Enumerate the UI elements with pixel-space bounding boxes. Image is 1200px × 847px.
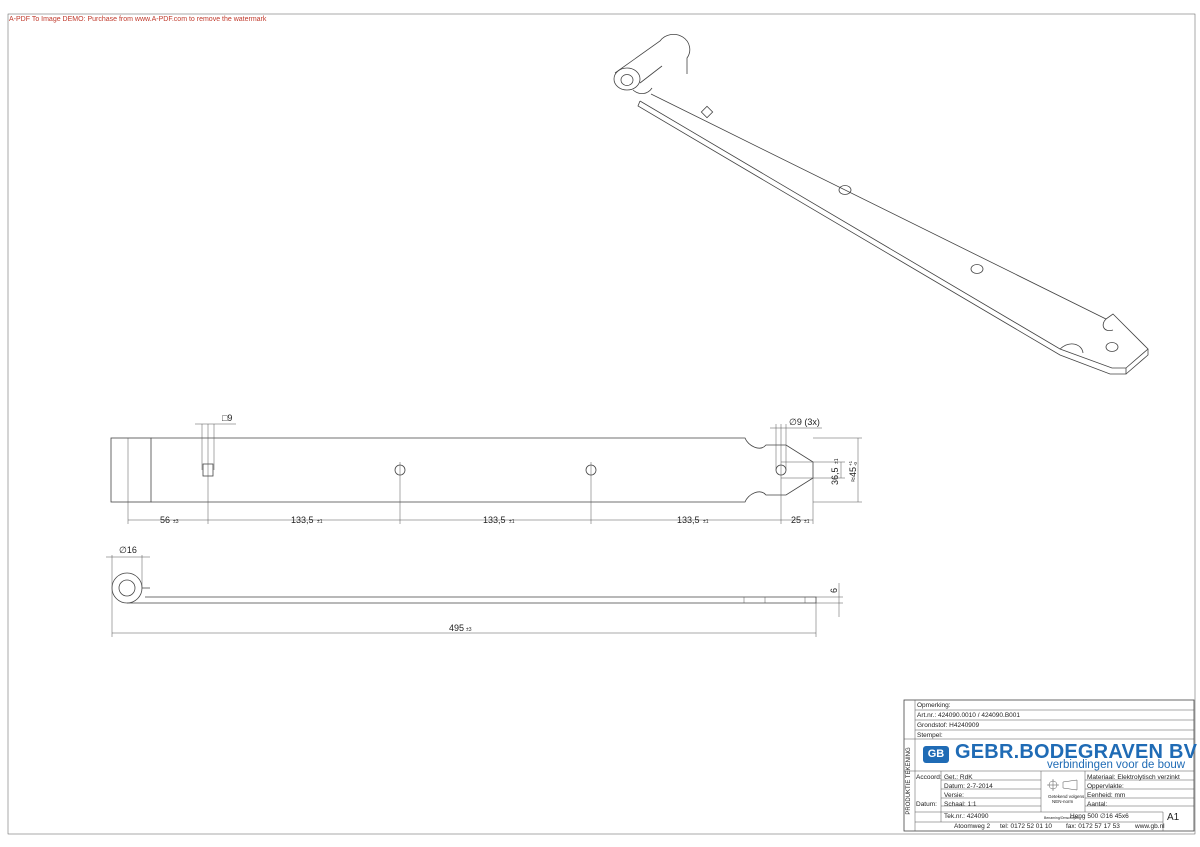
tel: tel: 0172 52 01 10 — [1000, 823, 1053, 830]
materiaal: Materiaal: Elektrolytisch verzinkt — [1087, 774, 1180, 781]
dim-total: 495 — [449, 623, 464, 633]
artnr: Art.nr.: 424090.0010 / 424090.B001 — [917, 712, 1021, 719]
dim-133-b-tol: ±1 — [509, 519, 515, 525]
dim-56: 56 — [160, 515, 170, 525]
isometric-view — [613, 33, 1149, 375]
dim-thickness: 6 — [829, 588, 839, 593]
gb-logo-icon: GB — [923, 746, 949, 763]
dim-25-tol: ±1 — [804, 519, 810, 525]
vertical-label-box: PRODUKTIE TEKENING — [903, 734, 915, 832]
oppervlakte: Oppervlakte: — [1087, 783, 1124, 790]
side-view: ∅16 6 495 ±3 — [106, 545, 843, 637]
dim-45-tol-bot: -0 — [853, 462, 858, 466]
datum: Datum: 2-7-2014 — [944, 783, 993, 790]
schaal: Schaal: 1:1 — [944, 801, 977, 808]
sheet-size: A1 — [1167, 812, 1180, 823]
dim-365-tol: ±1 — [834, 458, 840, 464]
dim-45-tol-top: +1 — [848, 460, 853, 466]
teknr: Tek.nr.: 424090 — [944, 813, 989, 820]
getekend: Get.: RdK — [944, 774, 973, 781]
top-view: □9 ∅9 (3x) 56 ±3 133,5 ±1 133,5 ±1 133,5… — [110, 413, 862, 525]
produktie-tekening-label: PRODUKTIE TEKENING — [906, 747, 912, 815]
sheet-border — [7, 13, 1196, 835]
benaming-label: Benaming/Omschrijving — [1044, 816, 1081, 820]
dim-56-tol: ±3 — [173, 519, 179, 525]
web: www.gb.nl — [1135, 823, 1165, 830]
dim-eye-dia: ∅16 — [119, 545, 137, 555]
title-block: Opmerking: Art.nr.: 424090.0010 / 424090… — [904, 700, 1194, 831]
dim-total-tol: ±3 — [466, 627, 472, 633]
dim-133-c-tol: ±1 — [703, 519, 709, 525]
watermark-text: A-PDF To Image DEMO: Purchase from www.A… — [9, 16, 267, 23]
fax: fax: 0172 57 17 53 — [1066, 823, 1120, 830]
title-block-frame — [903, 699, 1195, 832]
company-tagline: verbindingen voor de bouw — [1047, 759, 1186, 771]
dim-133-a: 133,5 — [291, 515, 314, 525]
datum-label-left: Datum: — [916, 801, 937, 808]
dim-45: ≈45 — [848, 467, 858, 482]
dim-hole-dia: ∅9 (3x) — [789, 417, 820, 427]
dim-25: 25 — [791, 515, 801, 525]
dim-365: 36,5 — [830, 467, 840, 485]
address: Atoomweg 2 — [954, 823, 991, 830]
dim-133-a-tol: ±1 — [317, 519, 323, 525]
akkoord-label: Accoord: — [916, 774, 942, 781]
nen-caption-1: Getekend volgens — [1048, 794, 1085, 799]
opmerking-label: Opmerking: — [917, 702, 951, 709]
benaming: Heng 500 ∅16 45x6 — [1070, 813, 1129, 820]
dim-square-hole: □9 — [222, 413, 232, 423]
aantal: Aantal: — [1087, 801, 1108, 808]
nen-caption-2: NEN-norm — [1052, 799, 1074, 804]
dim-133-c: 133,5 — [677, 515, 700, 525]
eenheid: Eenheid: mm — [1087, 792, 1126, 799]
company-name: GEBR.BODEGRAVEN BV — [955, 741, 1198, 763]
company-logo: GB GEBR.BODEGRAVEN BV verbindingen voor … — [915, 740, 1197, 771]
dim-133-b: 133,5 — [483, 515, 506, 525]
stempel: Stempel: — [917, 732, 943, 739]
versie: Versie: — [944, 792, 964, 799]
grondstof: Grondstof: H4240909 — [917, 722, 980, 729]
